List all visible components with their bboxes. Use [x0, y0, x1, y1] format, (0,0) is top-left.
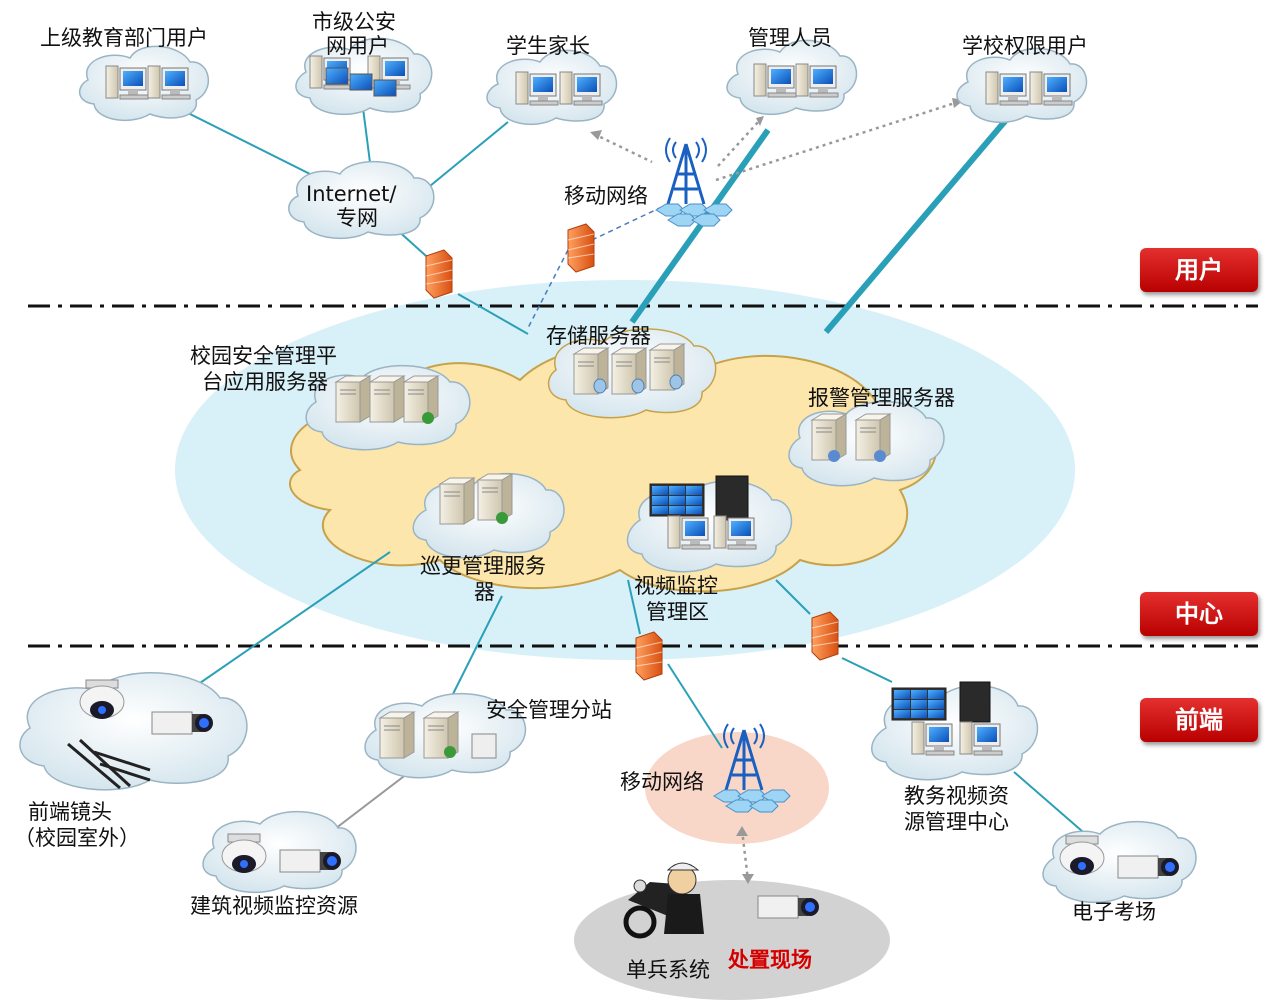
camera-icon — [279, 849, 342, 873]
server-icon — [477, 473, 513, 521]
dome-camera-icon — [221, 833, 267, 874]
server-icon — [439, 477, 475, 525]
mobile-network-bottom-label: 移动网络 — [620, 770, 704, 794]
edu-video-label-1: 教务视频资 — [904, 784, 1009, 808]
school-users-label: 学校权限用户 — [962, 34, 1088, 58]
substation-label: 安全管理分站 — [486, 698, 612, 722]
edu-dept-users-label: 上级教育部门用户 — [40, 26, 208, 50]
thick-links — [629, 118, 1009, 334]
camera-icon — [1117, 855, 1180, 879]
storage-server-label: 存储服务器 — [546, 324, 651, 348]
zone-badge-center: 中心 — [1140, 592, 1258, 636]
police-motorcycle-icon — [623, 862, 704, 939]
globe-icon — [444, 746, 456, 758]
camera-bracket-icon — [67, 738, 151, 790]
internet-label-1: Internet/ — [306, 182, 397, 206]
dashed-links — [527, 203, 669, 329]
campus-app-label-1: 校园安全管理平 — [190, 344, 337, 368]
alarm-server-label: 报警管理服务器 — [808, 386, 955, 410]
zone-badge-user: 用户 — [1140, 248, 1258, 292]
video-mgmt-label-2: 管理区 — [646, 600, 709, 624]
camera-icon — [151, 711, 214, 735]
zone-badge-front: 前端 — [1140, 698, 1258, 742]
firewall-icon — [567, 223, 595, 273]
server-icon — [379, 711, 415, 759]
video-wall-icon — [891, 687, 947, 721]
mobile-network-top-label: 移动网络 — [564, 184, 648, 208]
building-video-label: 建筑视频监控资源 — [190, 894, 358, 918]
city-police-label-1: 市级公安 — [312, 10, 396, 34]
video-wall-icon — [649, 483, 705, 517]
firewall-icon — [811, 611, 839, 661]
patrol-label-1: 巡更管理服务 — [420, 554, 546, 578]
server-icon — [335, 375, 371, 423]
disposal-site-label: 处置现场 — [728, 948, 812, 972]
antenna-icon — [654, 136, 734, 228]
parents-label: 学生家长 — [506, 34, 590, 58]
patrol-label-2: 器 — [474, 580, 495, 604]
internet-label-2: 专网 — [336, 206, 378, 230]
disposal-zone-ellipse — [574, 880, 890, 1000]
firewall-icon — [425, 249, 453, 299]
firewall-icon — [635, 631, 663, 681]
video-mgmt-label-1: 视频监控 — [634, 574, 718, 598]
rack-icon — [715, 475, 749, 521]
mobile-zone-ellipse — [645, 732, 829, 844]
dome-camera-icon — [1059, 835, 1105, 876]
camera-icon — [757, 895, 820, 919]
globe-icon — [422, 412, 434, 424]
rack-icon — [959, 681, 991, 723]
wireless-links — [593, 100, 959, 881]
globe-icon — [496, 512, 508, 524]
edu-video-label-2: 源管理中心 — [904, 810, 1009, 834]
user-icon — [874, 450, 886, 462]
cloud-front-camera — [19, 672, 248, 791]
printer-icon — [471, 733, 497, 759]
managers-label: 管理人员 — [748, 26, 832, 50]
campus-app-label-2: 台应用服务器 — [202, 370, 328, 394]
single-soldier-label: 单兵系统 — [626, 958, 710, 982]
server-icon — [369, 375, 405, 423]
connection-lines — [183, 107, 1091, 839]
city-police-label-2: 网用户 — [326, 34, 389, 58]
dome-camera-icon — [79, 679, 125, 720]
front-camera-label-2: （校园室外） — [14, 826, 140, 850]
user-icon — [828, 450, 840, 462]
monitor-row-icon — [325, 67, 397, 97]
exam-room-label: 电子考场 — [1072, 900, 1156, 924]
front-camera-label-1: 前端镜头 — [28, 800, 112, 824]
cloud-internet — [288, 161, 435, 240]
